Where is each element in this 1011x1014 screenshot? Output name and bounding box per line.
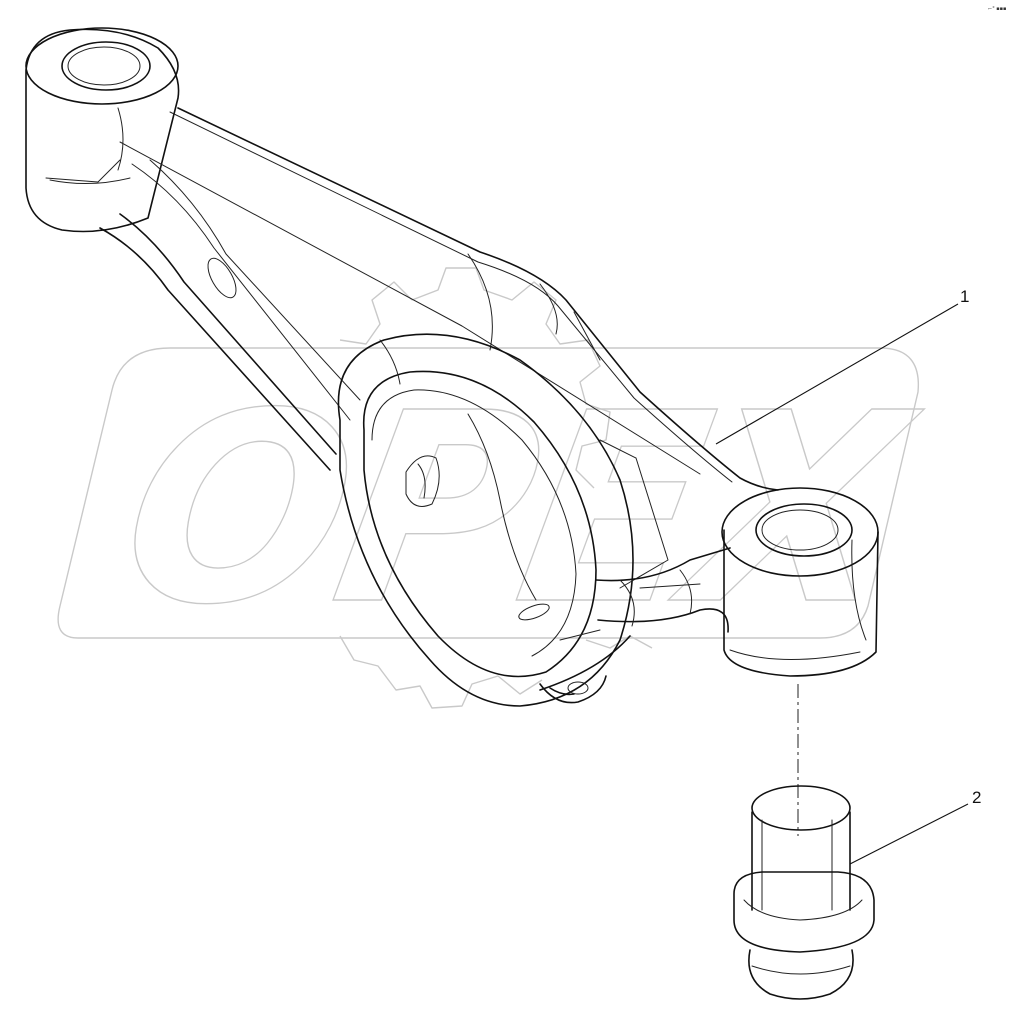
arm-slot xyxy=(207,257,237,299)
leader-line-1 xyxy=(715,303,959,445)
callout-number-1: 1 xyxy=(960,287,969,306)
pin-collar-inner xyxy=(743,899,863,921)
corner-mark: ⌐° ▪▪▪ xyxy=(988,6,1006,12)
pin-ball xyxy=(748,949,854,1000)
left-boss-body xyxy=(25,28,180,233)
arm-top-inner-edge xyxy=(169,111,733,483)
adjuster-pin xyxy=(733,785,875,1000)
rocker-arm xyxy=(25,27,879,707)
lower-lug-hole xyxy=(567,681,589,695)
pin-shank-line xyxy=(761,819,833,911)
left-boss-fillet xyxy=(45,107,131,185)
arm-diagonal-line xyxy=(119,141,701,475)
center-boss-face xyxy=(362,370,597,678)
arm-web-lines xyxy=(467,253,601,361)
leader-line-2 xyxy=(849,803,969,865)
callout-2: 2 xyxy=(849,788,981,865)
right-boss-top xyxy=(721,487,879,577)
callout-1: 1 xyxy=(715,287,969,445)
watermark-banner xyxy=(57,347,920,639)
arm-rib xyxy=(131,159,361,421)
lower-lug xyxy=(539,675,607,704)
right-boss-fillet xyxy=(729,539,867,660)
center-bore-inner xyxy=(371,389,577,657)
arm-top-edge xyxy=(177,107,779,491)
pin-shank xyxy=(751,811,851,911)
lower-slot xyxy=(518,603,550,621)
lower-body xyxy=(539,547,731,691)
right-boss-bore-inner xyxy=(761,509,839,551)
right-boss-bore-outer xyxy=(755,503,853,557)
left-boss-bore-outer xyxy=(61,41,151,91)
center-oil-hole xyxy=(405,455,440,507)
pin-collar xyxy=(733,871,875,953)
arm-underside xyxy=(99,213,337,471)
left-boss-bore-inner xyxy=(67,46,141,86)
watermark-gear-lower xyxy=(339,635,653,709)
center-boss-outer xyxy=(337,333,634,707)
pin-ball-groove xyxy=(751,965,851,975)
right-boss-body xyxy=(723,529,879,677)
pin-top xyxy=(751,785,851,831)
lower-fillets xyxy=(559,569,701,641)
watermark-gear xyxy=(339,267,611,489)
center-boss-rim xyxy=(379,339,669,589)
left-boss-top xyxy=(25,27,179,105)
center-bore-back xyxy=(467,413,537,601)
callout-number-2: 2 xyxy=(972,788,981,807)
